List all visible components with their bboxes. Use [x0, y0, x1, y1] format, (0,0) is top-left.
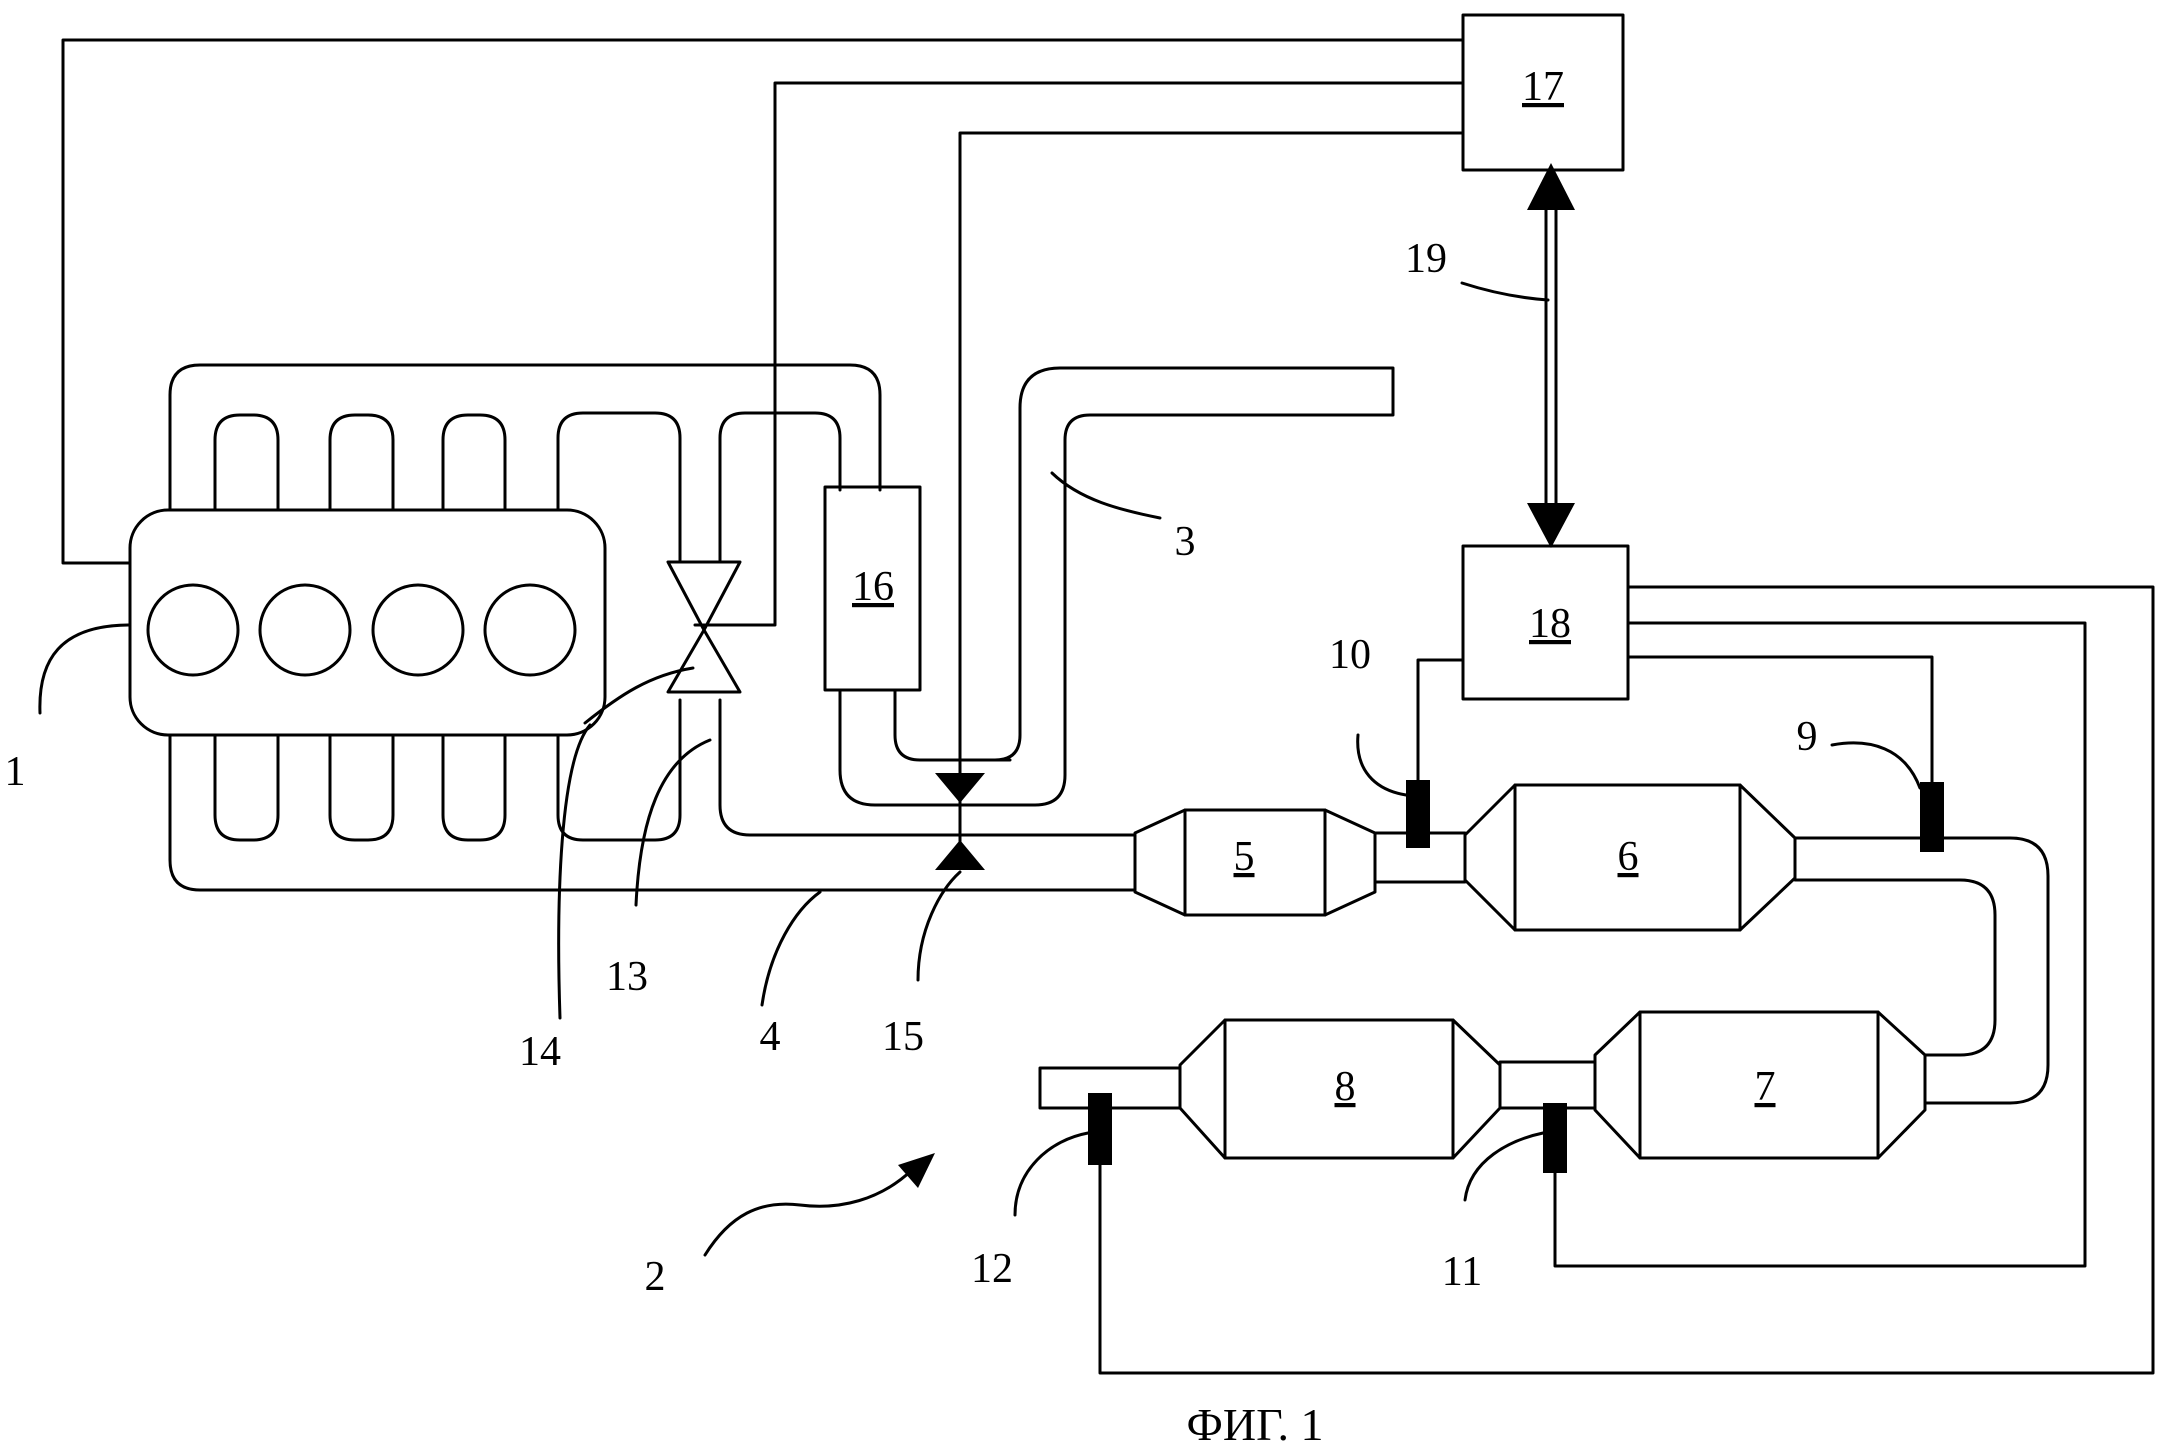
engine-manifold [168, 363, 1137, 892]
sensor-11: 11 [1442, 1103, 1567, 1295]
intake-pipe-3-label: 3 [1175, 519, 1196, 565]
unit-7-label: 7 [1755, 1064, 1776, 1110]
pipe-6-7 [1793, 836, 2050, 1105]
unit-7: 7 [1593, 1010, 1927, 1160]
unit-5: 5 [1133, 808, 1377, 917]
exhaust-system-2: 2 [645, 1153, 935, 1300]
exhaust-pipe-4-label: 4 [760, 1014, 781, 1060]
valve-15: 15 [882, 773, 985, 1060]
pipe-7-8 [1498, 1060, 1597, 1110]
sensor-12: 12 [971, 1093, 1112, 1292]
engine-1-label: 1 [5, 749, 26, 795]
cooler-16-label: 16 [852, 564, 894, 610]
sensor-11-label: 11 [1442, 1249, 1482, 1295]
sensor-10-label: 10 [1329, 632, 1371, 678]
link-19: 19 [1405, 163, 1575, 548]
controller-17: 17 [1461, 13, 1625, 172]
controller-17-label: 17 [1522, 64, 1564, 110]
controller-18: 18 [1461, 544, 1630, 701]
controller-18-label: 18 [1529, 601, 1571, 647]
exhaust-pipe-4: 4 [760, 890, 822, 1060]
intake-pipe-3: 3 [983, 366, 1395, 807]
unit-6: 6 [1463, 783, 1797, 932]
unit-8: 8 [1178, 1018, 1502, 1160]
egr-line-13-label: 13 [606, 954, 648, 1000]
sensor-12-label: 12 [971, 1246, 1013, 1292]
sensor-10: 10 [1329, 632, 1430, 848]
egr-valve-14: 14 13 [519, 560, 742, 1075]
valve-15-label: 15 [882, 1014, 924, 1060]
engine-1: 1 [5, 508, 607, 795]
link-19-label: 19 [1405, 236, 1447, 282]
egr-valve-14-label: 14 [519, 1029, 561, 1075]
exhaust-system-2-label: 2 [645, 1254, 666, 1300]
unit-5-label: 5 [1234, 834, 1255, 880]
unit-6-label: 6 [1618, 834, 1639, 880]
unit-8-label: 8 [1335, 1064, 1356, 1110]
sensor-wires-18 [1098, 585, 2155, 1375]
control-wires-17 [61, 38, 1465, 775]
sensor-9: 9 [1797, 714, 1944, 852]
figure-caption: ФИГ. 1 [1187, 1399, 1324, 1450]
sensor-9-label: 9 [1797, 714, 1818, 760]
cooler-16: 16 [823, 485, 1012, 807]
